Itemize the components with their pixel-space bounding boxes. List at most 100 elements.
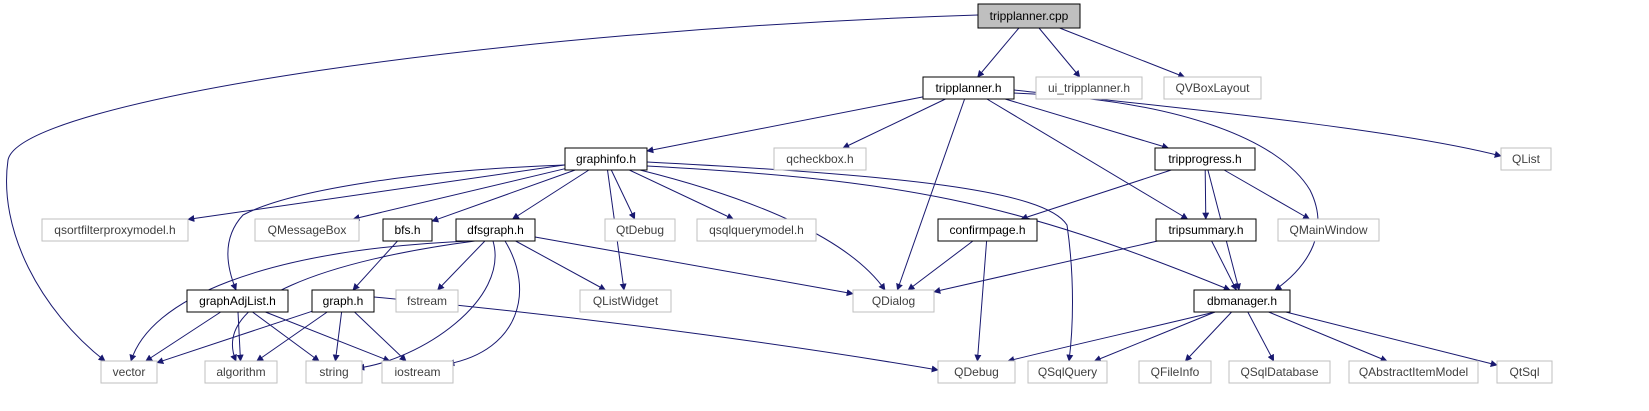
node-QMainWindow: QMainWindow xyxy=(1277,218,1380,242)
node-confirmpage-h[interactable]: confirmpage.h xyxy=(937,218,1038,242)
node-QSqlQuery: QSqlQuery xyxy=(1027,360,1108,384)
node-label: graph.h xyxy=(323,294,364,308)
node-label: QDialog xyxy=(872,294,915,308)
edge-graph_h-to-QDebug xyxy=(373,296,939,373)
node-label: QFileInfo xyxy=(1151,365,1200,379)
edge-tripprogress_h-to-tripsummary_h xyxy=(1202,169,1210,220)
edge-tripplanner_h-to-QDialog xyxy=(896,98,966,291)
node-bfs-h[interactable]: bfs.h xyxy=(382,218,433,242)
edge-tripplanner_cpp-to-ui_tripplanner_h xyxy=(1038,27,1081,78)
node-graphAdjList-h[interactable]: graphAdjList.h xyxy=(186,289,289,313)
node-label: qcheckbox.h xyxy=(786,152,853,166)
edge-tripplanner_h-to-QList xyxy=(1013,89,1502,158)
edge-tripplanner_cpp-to-tripplanner_h xyxy=(977,27,1020,78)
node-label: fstream xyxy=(407,294,447,308)
edge-graphAdjList_h-to-string xyxy=(252,311,320,362)
node-label: QSqlQuery xyxy=(1038,365,1097,379)
node-graphinfo-h[interactable]: graphinfo.h xyxy=(564,147,648,171)
node-box xyxy=(1348,360,1479,384)
node-label: QMessageBox xyxy=(268,223,347,237)
node-box xyxy=(100,360,158,384)
node-tripplanner-h[interactable]: tripplanner.h xyxy=(922,76,1015,100)
node-vector: vector xyxy=(100,360,158,384)
edge-graph_h-to-string xyxy=(332,311,343,362)
node-tripprogress-h[interactable]: tripprogress.h xyxy=(1154,147,1256,171)
node-QFileInfo: QFileInfo xyxy=(1138,360,1212,384)
node-box xyxy=(381,360,454,384)
node-box xyxy=(1496,360,1553,384)
node-label: tripprogress.h xyxy=(1168,152,1241,166)
node-label: bfs.h xyxy=(394,223,420,237)
node-box xyxy=(311,289,375,313)
node-label: QVBoxLayout xyxy=(1175,81,1250,95)
node-dbmanager-h[interactable]: dbmanager.h xyxy=(1193,289,1291,313)
edge-graphinfo_h-to-qsqlquerymodel_h xyxy=(629,169,734,220)
node-label: QtDebug xyxy=(616,223,664,237)
node-label: QSqlDatabase xyxy=(1240,365,1318,379)
node-label: tripsummary.h xyxy=(1168,223,1243,237)
node-box xyxy=(579,289,672,313)
node-box xyxy=(604,218,676,242)
node-label: QAbstractItemModel xyxy=(1359,365,1468,379)
node-QAbstractItemModel: QAbstractItemModel xyxy=(1348,360,1479,384)
node-qcheckbox-h: qcheckbox.h xyxy=(773,147,867,171)
node-qsortfilterproxymodel-h: qsortfilterproxymodel.h xyxy=(41,218,189,242)
node-box xyxy=(1193,289,1291,313)
node-label: ui_tripplanner.h xyxy=(1048,81,1130,95)
node-box xyxy=(1163,76,1262,100)
node-box xyxy=(1155,218,1257,242)
node-QDialog: QDialog xyxy=(852,289,935,313)
node-QtDebug: QtDebug xyxy=(604,218,676,242)
edge-dbmanager_h-to-QAbstractItemModel xyxy=(1268,311,1388,362)
node-QSqlDatabase: QSqlDatabase xyxy=(1228,360,1331,384)
node-tripplanner-cpp[interactable]: tripplanner.cpp xyxy=(977,3,1081,29)
edge-graphinfo_h-to-dbmanager_h xyxy=(646,165,1231,291)
node-label: dbmanager.h xyxy=(1207,294,1277,308)
node-box xyxy=(254,218,360,242)
node-graph-h[interactable]: graph.h xyxy=(311,289,375,313)
edge-dbmanager_h-to-QtSql xyxy=(1285,311,1498,367)
edge-tripprogress_h-to-QMainWindow xyxy=(1223,169,1311,220)
node-box xyxy=(204,360,278,384)
node-label: qsqlquerymodel.h xyxy=(709,223,804,237)
edge-tripplanner_h-to-qcheckbox_h xyxy=(842,98,946,149)
edge-dbmanager_h-to-QSqlDatabase xyxy=(1247,311,1275,362)
node-label: QListWidget xyxy=(593,294,659,308)
edge-graph_h-to-iostream xyxy=(354,311,407,362)
node-algorithm: algorithm xyxy=(204,360,278,384)
edge-dbmanager_h-to-QSqlQuery xyxy=(1093,311,1216,362)
edge-graphAdjList_h-to-algorithm xyxy=(236,311,244,362)
edge-tripplanner_h-to-graphinfo_h xyxy=(646,96,924,154)
node-box xyxy=(1035,76,1143,100)
node-label: QDebug xyxy=(954,365,999,379)
node-dfsgraph-h[interactable]: dfsgraph.h xyxy=(455,218,536,242)
edge-dfsgraph_h-to-QListWidget xyxy=(515,240,607,291)
edge-bfs_h-to-graph_h xyxy=(352,240,398,291)
node-QDebug: QDebug xyxy=(937,360,1016,384)
edge-graphinfo_h-to-graphAdjList_h xyxy=(227,164,566,291)
node-label: tripplanner.cpp xyxy=(990,9,1069,23)
node-box xyxy=(937,218,1038,242)
node-string: string xyxy=(305,360,363,384)
node-box xyxy=(937,360,1016,384)
node-box xyxy=(455,218,536,242)
node-box xyxy=(395,289,459,313)
edge-confirmpage_h-to-QDialog xyxy=(907,240,974,291)
edge-confirmpage_h-to-QDebug xyxy=(974,240,988,362)
node-label: QMainWindow xyxy=(1289,223,1367,237)
node-box xyxy=(41,218,189,242)
node-label: algorithm xyxy=(216,365,265,379)
edge-dbmanager_h-to-QDebug xyxy=(1007,311,1216,363)
edge-tripprogress_h-to-confirmpage_h xyxy=(1020,169,1172,221)
node-box xyxy=(1027,360,1108,384)
node-box xyxy=(1228,360,1331,384)
node-fstream: fstream xyxy=(395,289,459,313)
edge-dfsgraph_h-to-algorithm xyxy=(230,240,476,362)
edge-graphinfo_h-to-qsortfilterproxymodel_h xyxy=(187,164,566,222)
node-tripsummary-h[interactable]: tripsummary.h xyxy=(1155,218,1257,242)
node-label: string xyxy=(319,365,348,379)
edge-tripplanner_cpp-to-QVBoxLayout xyxy=(1059,27,1186,78)
node-QList: QList xyxy=(1500,147,1552,171)
node-QtSql: QtSql xyxy=(1496,360,1553,384)
node-label: graphAdjList.h xyxy=(199,294,276,308)
